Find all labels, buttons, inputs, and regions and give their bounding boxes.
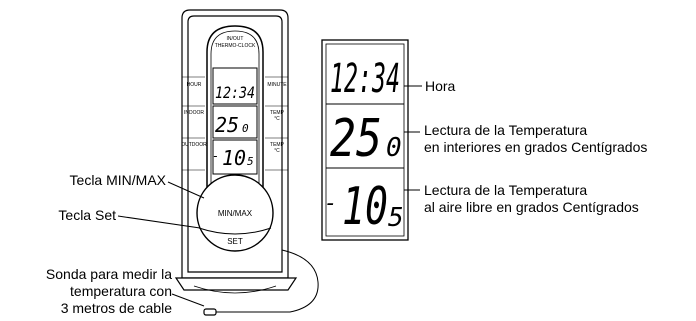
large-indoor-decimal: 0: [386, 133, 402, 163]
label-indoor-line2: en interiores en grados Centígrados: [424, 139, 648, 155]
label-probe-line1: Sonda para medir la: [45, 266, 172, 282]
large-outdoor-digits: 10: [342, 177, 388, 237]
large-display-panel: [321, 39, 409, 241]
label-hour: Hora: [425, 78, 456, 94]
device-label-outdoor: OUTDOOR: [181, 142, 207, 148]
label-probe-line2: temperatura con: [70, 283, 172, 299]
leader-lines: [117, 85, 422, 307]
device-label-minute: MINUTE: [267, 82, 287, 88]
label-probe-line3: 3 metros de cable: [60, 300, 172, 316]
label-outdoor-line2: al aire libre en grados Centígrados: [424, 199, 639, 215]
large-indoor-digits: 25: [330, 109, 382, 169]
device-header-line1: IN/OUT: [226, 36, 244, 42]
minmax-button[interactable]: MIN/MAX: [217, 209, 253, 218]
label-minmax-key: Tecla MIN/MAX: [69, 172, 166, 188]
thermo-clock-device: [174, 9, 319, 316]
device-label-hour: HOUR: [186, 82, 202, 88]
label-set-key: Tecla Set: [58, 207, 116, 223]
large-outdoor-decimal: 5: [388, 203, 404, 233]
device-indoor-decimal: 0: [242, 122, 249, 135]
label-outdoor-line1: Lectura de la Temperatura: [424, 182, 588, 198]
device-label-temp-outdoor: TEMP °C: [270, 142, 284, 154]
label-indoor-line1: Lectura de la Temperatura: [424, 122, 588, 138]
device-outdoor-digits: 10: [222, 146, 246, 170]
large-time-digits: 12:34: [330, 56, 400, 102]
device-outdoor-sign: -: [212, 149, 219, 163]
device-label-indoor: INDOOR: [184, 110, 204, 116]
device-indoor-digits: 25: [215, 113, 239, 137]
set-button[interactable]: SET: [227, 237, 243, 246]
device-outdoor-decimal: 5: [247, 155, 254, 168]
device-label-temp-indoor: TEMP °C: [270, 110, 284, 122]
device-time-digits: 12:34: [215, 83, 255, 102]
large-outdoor-sign: -: [324, 191, 337, 216]
device-header-line2: THERMO-CLOCK: [214, 43, 256, 49]
